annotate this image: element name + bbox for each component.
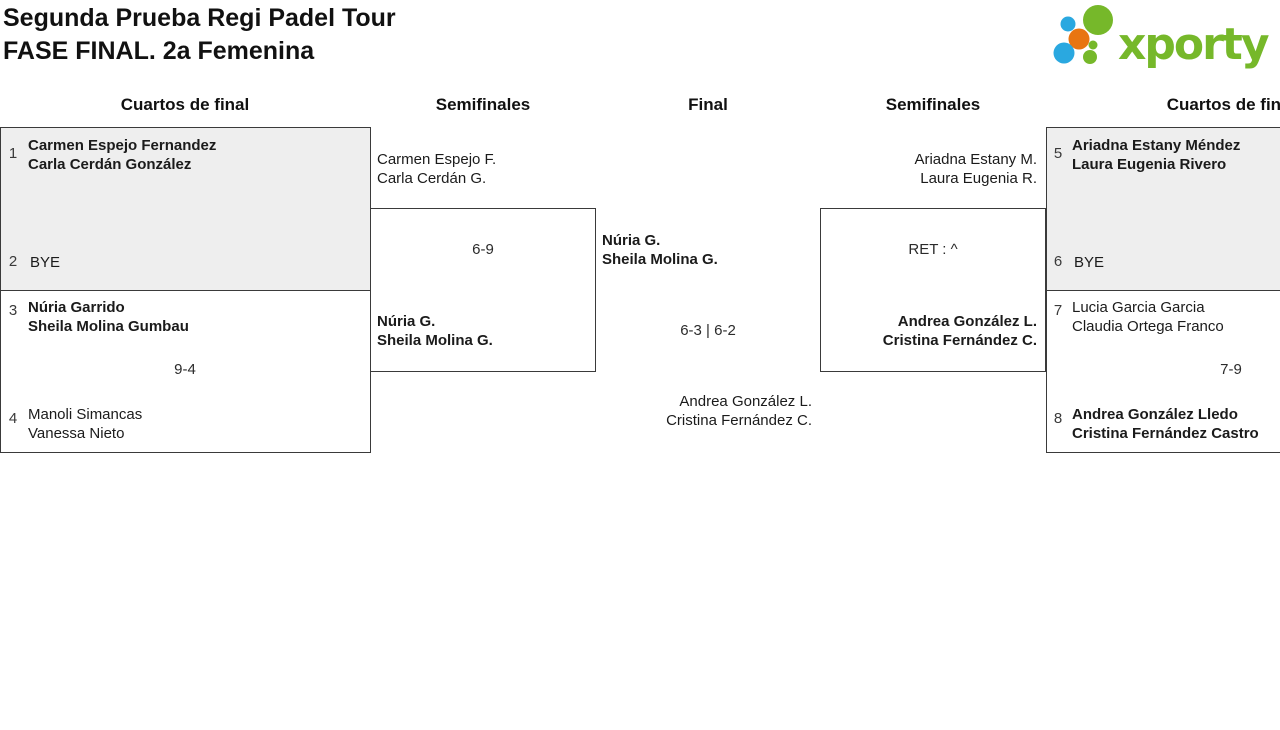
match-score: 7-9 bbox=[1220, 361, 1242, 378]
player-name: Claudia Ortega Franco bbox=[1072, 318, 1224, 335]
player-name: Ariadna Estany Méndez bbox=[1072, 137, 1241, 154]
player-name: Vanessa Nieto bbox=[28, 425, 125, 442]
team-seed-8: Andrea González Lledo Cristina Fernández… bbox=[1072, 405, 1259, 443]
player-name: Sheila Molina G. bbox=[377, 332, 493, 349]
player-name: Cristina Fernández Castro bbox=[1072, 425, 1259, 442]
phase-category: FASE FINAL. 2a Femenina bbox=[3, 37, 315, 65]
round-header-left-quarterfinals: Cuartos de final bbox=[120, 95, 250, 114]
logo-dot-large-green bbox=[1083, 5, 1113, 35]
match-box-left-qf-bottom bbox=[0, 290, 371, 453]
seed-number: 6 bbox=[1053, 253, 1063, 270]
player-name: Laura Eugenia Rivero bbox=[1072, 156, 1227, 173]
logo-dot-large-blue bbox=[1053, 42, 1075, 64]
logo-dot-small-blue bbox=[1060, 16, 1076, 32]
player-name: Carmen Espejo F. bbox=[377, 151, 497, 168]
tournament-name: Segunda Prueba Regi Padel Tour bbox=[3, 4, 396, 32]
match-box-left-semifinal bbox=[370, 208, 596, 372]
match-score: 9-4 bbox=[174, 361, 196, 378]
player-name: Sheila Molina Gumbau bbox=[28, 318, 189, 335]
player-name: Ariadna Estany M. bbox=[914, 151, 1037, 168]
team-seed-1: Carmen Espejo Fernandez Carla Cerdán Gon… bbox=[28, 136, 216, 174]
player-name: Andrea González Lledo bbox=[1072, 406, 1238, 423]
player-name: Cristina Fernández C. bbox=[666, 412, 812, 429]
team-seed-3: Núria Garrido Sheila Molina Gumbau bbox=[28, 298, 189, 336]
match-box-right-qf-bottom bbox=[1046, 290, 1280, 453]
player-name: Cristina Fernández C. bbox=[882, 332, 1037, 349]
team-final-top: Núria G. Sheila Molina G. bbox=[602, 231, 718, 269]
team-right-sf-bottom: Andrea González L. Cristina Fernández C. bbox=[837, 312, 1037, 350]
team-right-sf-top: Ariadna Estany M. Laura Eugenia R. bbox=[837, 150, 1037, 188]
player-name: Laura Eugenia R. bbox=[920, 170, 1037, 187]
player-name: Carla Cerdán G. bbox=[377, 170, 487, 187]
player-name: Carmen Espejo Fernandez bbox=[28, 137, 217, 154]
round-header-right-quarterfinals: Cuartos de final bbox=[1166, 95, 1280, 114]
team-seed-6-bye: BYE bbox=[1074, 253, 1104, 272]
page-title: Segunda Prueba Regi Padel Tour FASE FINA… bbox=[3, 2, 396, 68]
match-box-right-qf-top bbox=[1046, 127, 1280, 291]
player-name: Sheila Molina G. bbox=[602, 251, 718, 268]
bye-label: BYE bbox=[1074, 254, 1105, 271]
player-name: Andrea González L. bbox=[897, 313, 1037, 330]
team-seed-5: Ariadna Estany Méndez Laura Eugenia Rive… bbox=[1072, 136, 1240, 174]
xporty-logo-graphic: xporty bbox=[1053, 5, 1271, 70]
seed-number: 5 bbox=[1053, 145, 1063, 162]
seed-number: 1 bbox=[8, 145, 18, 162]
bye-label: BYE bbox=[30, 254, 61, 271]
seed-number: 7 bbox=[1053, 302, 1063, 319]
seed-number: 2 bbox=[8, 253, 18, 270]
player-name: Núria G. bbox=[602, 232, 661, 249]
round-header-final: Final bbox=[688, 95, 728, 114]
team-left-sf-bottom: Núria G. Sheila Molina G. bbox=[377, 312, 493, 350]
match-score: 6-9 bbox=[472, 241, 494, 258]
team-seed-2-bye: BYE bbox=[30, 253, 60, 272]
team-seed-7: Lucia Garcia Garcia Claudia Ortega Franc… bbox=[1072, 298, 1224, 336]
player-name: Andrea González L. bbox=[679, 393, 812, 410]
round-header-right-semifinals: Semifinales bbox=[885, 95, 981, 114]
player-name: Lucia Garcia Garcia bbox=[1072, 299, 1205, 316]
seed-number: 4 bbox=[8, 410, 18, 427]
logo-dot-green bbox=[1083, 50, 1097, 64]
final-score: 6-3 | 6-2 bbox=[680, 322, 736, 339]
logo-dot-orange bbox=[1068, 28, 1090, 50]
seed-number: 3 bbox=[8, 302, 18, 319]
round-header-left-semifinals: Semifinales bbox=[435, 95, 531, 114]
match-score: RET : ^ bbox=[908, 241, 958, 258]
player-name: Manoli Simancas bbox=[28, 406, 143, 423]
logo-dot-tiny-green bbox=[1088, 40, 1098, 50]
team-seed-4: Manoli Simancas Vanessa Nieto bbox=[28, 405, 142, 443]
player-name: Núria G. bbox=[377, 313, 436, 330]
xporty-logo[interactable]: xporty bbox=[1048, 2, 1280, 72]
logo-wordmark: xporty bbox=[1118, 19, 1269, 70]
player-name: Núria Garrido bbox=[28, 299, 125, 316]
team-left-sf-top: Carmen Espejo F. Carla Cerdán G. bbox=[377, 150, 496, 188]
seed-number: 8 bbox=[1053, 410, 1063, 427]
player-name: Carla Cerdán González bbox=[28, 156, 192, 173]
team-final-bottom: Andrea González L. Cristina Fernández C. bbox=[602, 392, 812, 430]
match-box-right-semifinal bbox=[820, 208, 1046, 372]
